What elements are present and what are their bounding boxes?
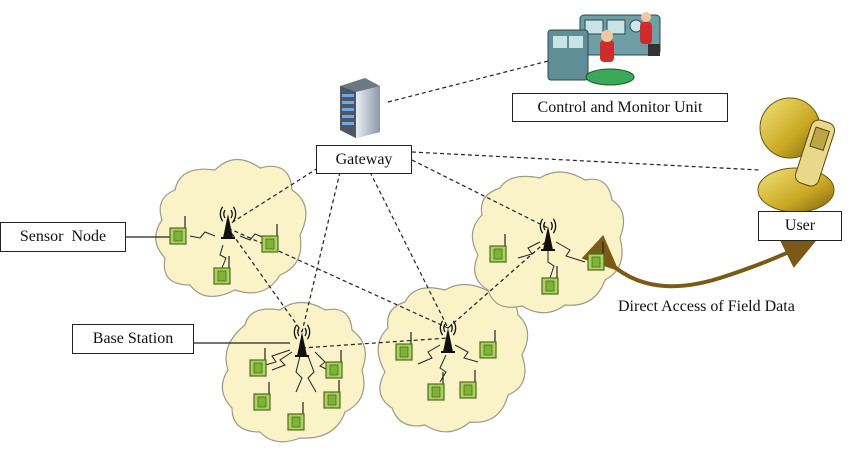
sensor-node-icon — [427, 372, 445, 401]
sensor-node-icon — [541, 266, 559, 295]
sensor-node-icon — [253, 382, 271, 411]
user-phone-icon — [757, 97, 836, 213]
sensor-node-icon — [325, 350, 343, 379]
direct-access-arrow — [581, 234, 819, 289]
base-station-antenna-icon — [293, 324, 311, 357]
sensor-node-icon — [395, 332, 413, 361]
sensor-node-icon — [479, 330, 497, 359]
cluster-cloud-bottom-center — [377, 283, 529, 433]
sensor-node-icon — [489, 234, 507, 263]
sensor-node-icon — [261, 224, 279, 253]
base-station-label: Base Station — [72, 324, 194, 354]
sensor-node-icon — [323, 380, 341, 409]
network-links — [227, 57, 761, 349]
sensor-node-icon — [169, 216, 187, 245]
control-monitor-unit-label: Control and Monitor Unit — [512, 93, 728, 122]
sensor-node-label: Sensor Node — [0, 222, 126, 252]
sensor-nodes — [169, 216, 605, 431]
control-room-icon — [547, 12, 661, 86]
gateway-label: Gateway — [316, 145, 412, 174]
base-station-antenna-icon — [219, 206, 237, 239]
radio-links — [189, 231, 586, 393]
base-station-antenna-icon — [439, 320, 457, 353]
sensor-node-icon — [287, 402, 305, 431]
server-icon — [340, 78, 380, 138]
base-station-antenna-icon — [539, 218, 557, 251]
direct-access-label: Direct Access of Field Data — [618, 298, 795, 315]
sensor-node-icon — [459, 370, 477, 399]
user-label: User — [758, 211, 842, 241]
base-station-antennas — [219, 206, 557, 357]
sensor-node-icon — [213, 256, 231, 285]
sensor-node-icon — [587, 242, 605, 271]
sensor-node-icon — [249, 348, 267, 377]
